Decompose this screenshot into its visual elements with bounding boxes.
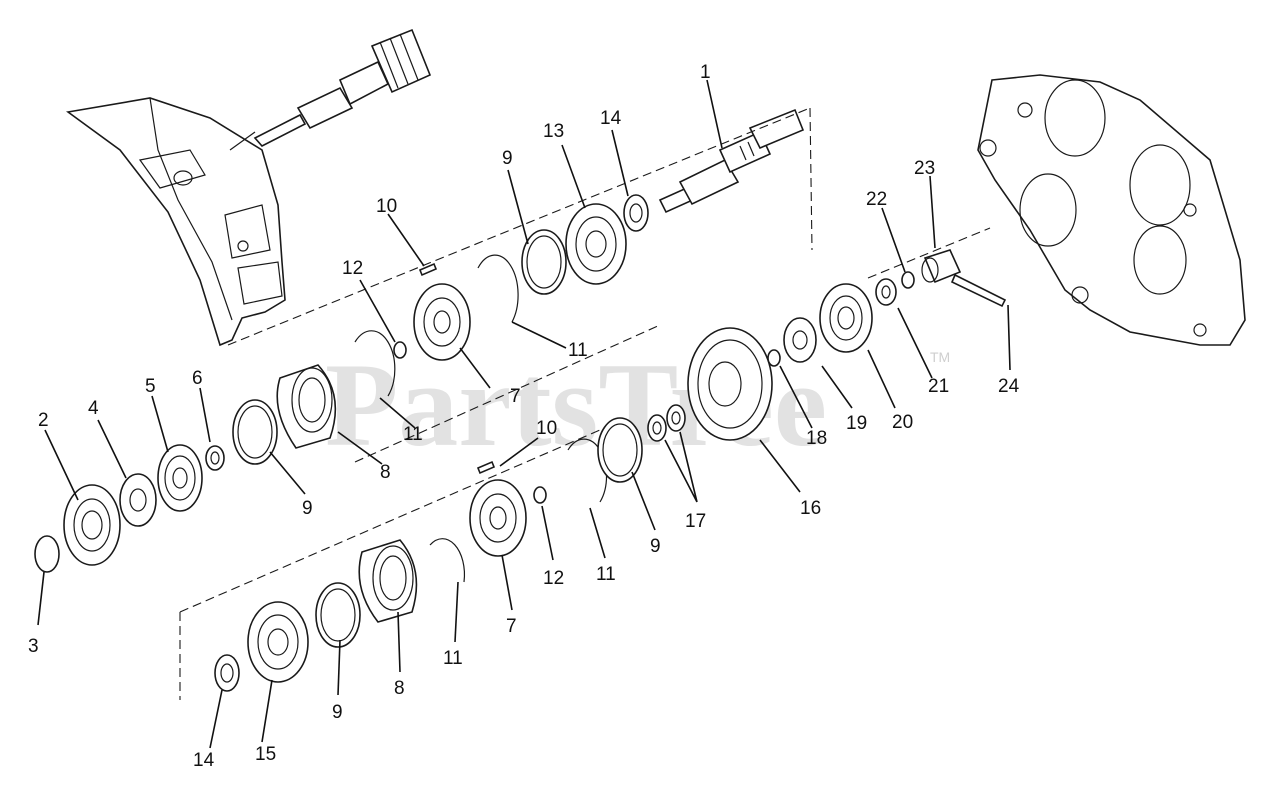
label-11a: 11 xyxy=(568,340,588,361)
label-14b: 14 xyxy=(193,750,215,771)
part-9-ring-b xyxy=(521,229,567,295)
label-19: 19 xyxy=(846,413,867,434)
label-6: 6 xyxy=(192,368,203,389)
part-2-bearing xyxy=(63,484,121,566)
part-23-bushing xyxy=(921,249,962,284)
label-20: 20 xyxy=(892,412,913,433)
label-23: 23 xyxy=(914,158,935,179)
label-1: 1 xyxy=(700,62,711,83)
part-13-gear xyxy=(565,203,627,285)
part-12-washer-a xyxy=(393,341,407,359)
label-7b: 7 xyxy=(506,616,517,637)
part-21-washer xyxy=(875,278,897,306)
label-3: 3 xyxy=(28,636,39,657)
shaft-1 xyxy=(658,108,805,214)
part-7-gear-a xyxy=(413,283,471,361)
part-3-snap-ring xyxy=(34,535,60,573)
part-10-key-a xyxy=(418,262,438,277)
label-11c: 11 xyxy=(596,564,616,585)
part-10-key-b xyxy=(476,460,496,475)
part-11-ring-b xyxy=(477,254,519,323)
axis-line-upper-end xyxy=(809,107,813,251)
label-10b: 10 xyxy=(536,418,557,439)
part-20-bearing xyxy=(819,283,873,353)
label-11b: 11 xyxy=(403,424,423,445)
part-4-washer xyxy=(119,473,157,527)
part-8-collar-a xyxy=(276,364,337,449)
label-9c: 9 xyxy=(650,536,661,557)
part-8-collar-b xyxy=(358,539,418,623)
label-8a: 8 xyxy=(380,462,391,483)
part-9-ring-d xyxy=(597,417,643,483)
label-11d: 11 xyxy=(443,648,463,669)
part-15-gear xyxy=(247,601,309,683)
axis-line-lower xyxy=(179,429,601,613)
part-19-washer xyxy=(783,317,817,363)
input-shaft xyxy=(229,28,432,151)
label-15: 15 xyxy=(255,744,276,765)
left-housing xyxy=(66,97,286,347)
axis-line-right xyxy=(867,227,991,279)
part-16-large-gear xyxy=(687,327,773,441)
label-17: 17 xyxy=(685,511,706,532)
part-11-ring-a xyxy=(354,330,396,397)
part-5-gear xyxy=(157,444,203,512)
label-14a: 14 xyxy=(600,108,622,129)
part-12-washer-b xyxy=(533,486,547,504)
part-14-bearing-a xyxy=(623,194,649,232)
part-22-washer xyxy=(901,271,915,289)
part-9-ring-c xyxy=(315,582,361,648)
label-16: 16 xyxy=(800,498,821,519)
part-6-needle-bearing xyxy=(205,445,225,471)
label-5: 5 xyxy=(145,376,156,397)
part-18-washer xyxy=(767,349,781,367)
part-17-bearings xyxy=(647,404,686,442)
label-22: 22 xyxy=(866,189,887,210)
label-2: 2 xyxy=(38,410,49,431)
label-9b: 9 xyxy=(502,148,513,169)
right-cover xyxy=(977,74,1246,346)
watermark-tm: TM xyxy=(930,349,950,365)
label-18: 18 xyxy=(806,428,827,449)
axis-line-upper xyxy=(227,107,811,346)
callout-labels: 1 2 3 4 5 6 7 7 8 8 9 9 9 9 10 10 11 11 … xyxy=(28,62,1020,771)
leader-lines xyxy=(37,79,1011,749)
label-4: 4 xyxy=(88,398,99,419)
part-24-pin xyxy=(950,273,1007,308)
label-10a: 10 xyxy=(376,196,397,217)
label-24: 24 xyxy=(998,376,1020,397)
part-7-gear-b xyxy=(469,479,527,557)
part-9-ring-a xyxy=(232,399,278,465)
label-9d: 9 xyxy=(332,702,343,723)
part-14-bearing-b xyxy=(214,654,240,692)
label-21: 21 xyxy=(928,376,949,397)
label-7a: 7 xyxy=(510,386,521,407)
label-12a: 12 xyxy=(342,258,363,279)
label-13: 13 xyxy=(543,121,564,142)
label-9a: 9 xyxy=(302,498,313,519)
label-8b: 8 xyxy=(394,678,405,699)
label-12b: 12 xyxy=(543,568,564,589)
part-11-ring-c xyxy=(429,538,466,583)
